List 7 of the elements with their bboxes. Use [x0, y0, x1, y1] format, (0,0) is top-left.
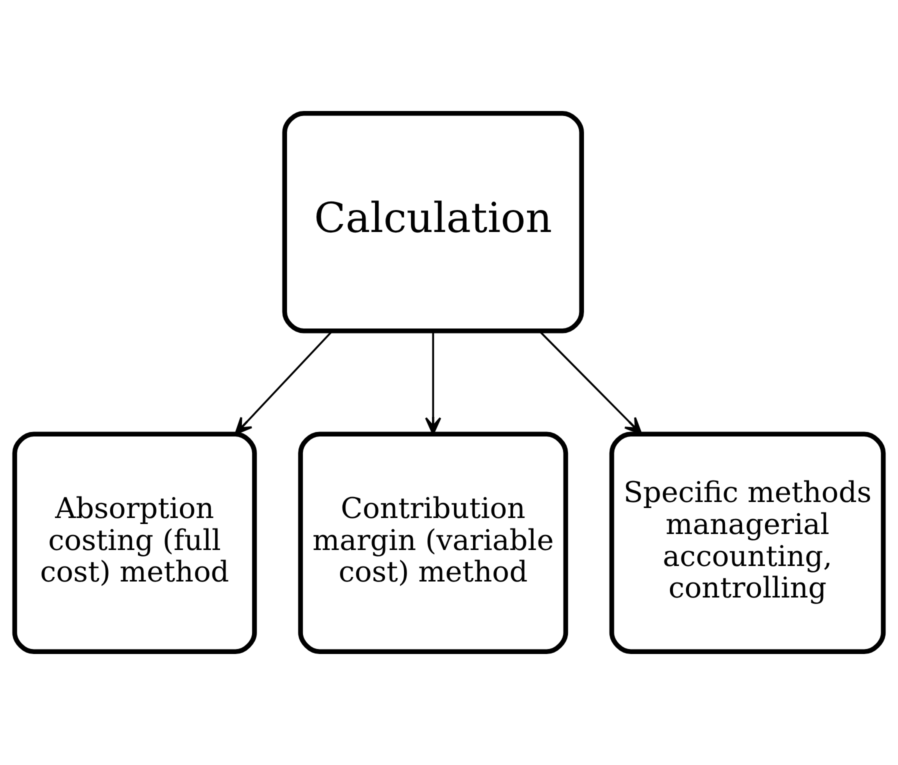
node-box: Calculation — [282, 110, 584, 334]
node-box: Specific methods managerial accounting, controlling — [609, 432, 886, 654]
arrow — [234, 330, 333, 435]
arrow — [425, 331, 442, 435]
node-box: Absorption costing (full cost) method — [12, 432, 257, 654]
node-box: Contribution margin (variable cost) method — [298, 432, 568, 654]
arrow — [538, 330, 642, 435]
